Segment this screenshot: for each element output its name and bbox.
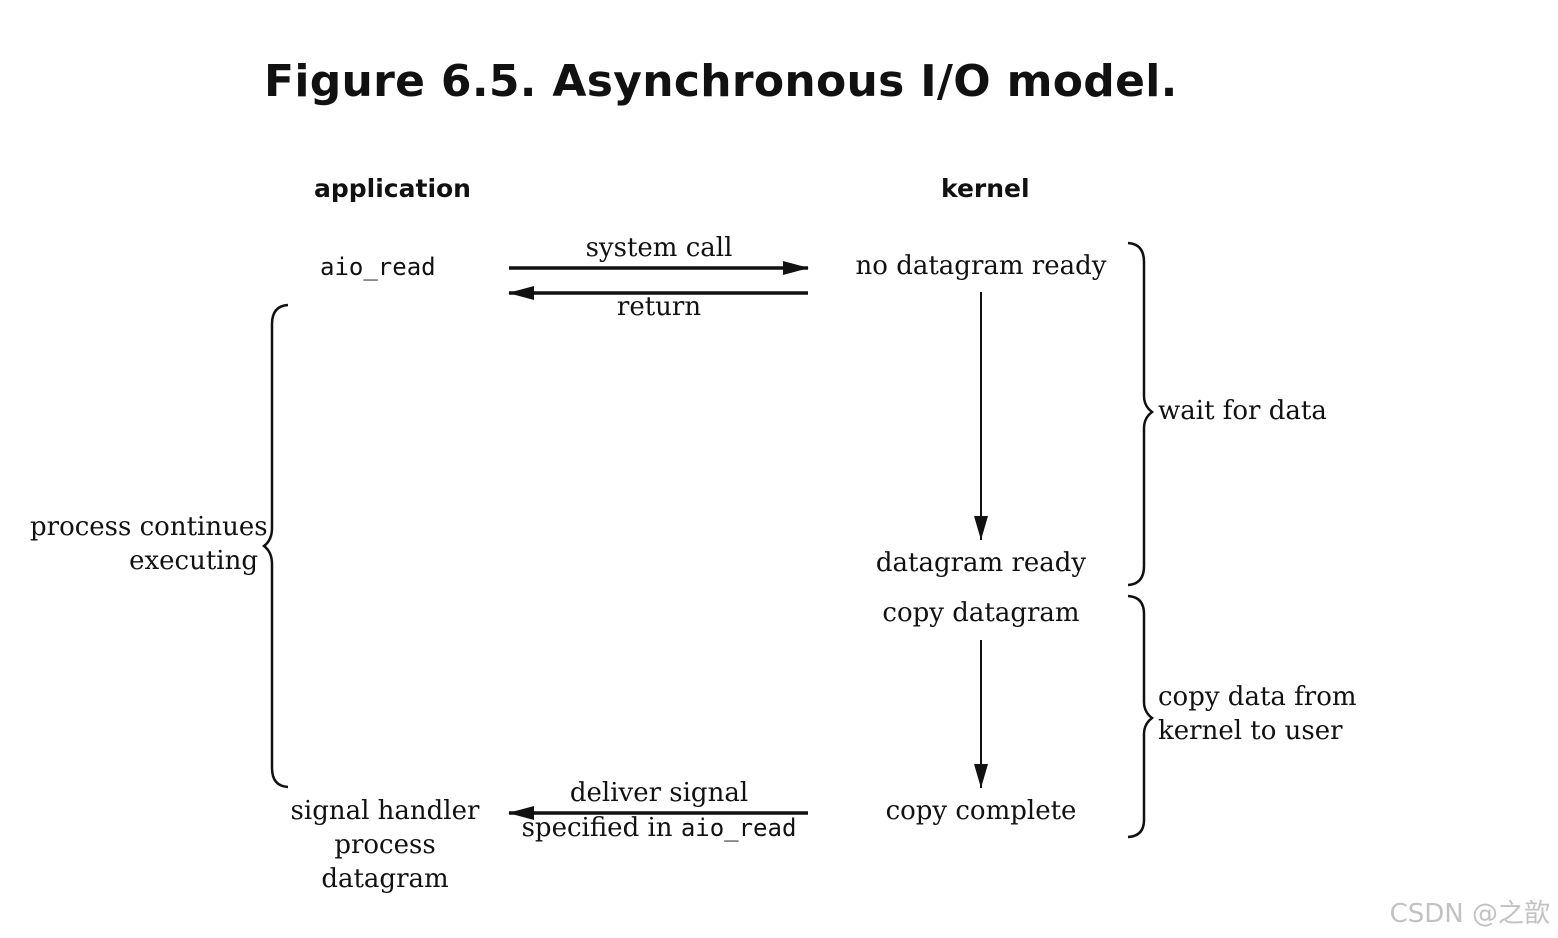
figure-title: Figure 6.5. Asynchronous I/O model. — [264, 56, 1178, 107]
specified-in-prefix: specified in — [521, 813, 681, 843]
no-datagram-ready-label: no datagram ready — [855, 251, 1107, 281]
signal-handler-label: signal handler process datagram — [285, 794, 485, 896]
signal-handler-line2: process — [334, 830, 436, 860]
copy-data-line2: kernel to user — [1158, 716, 1343, 746]
application-column-header: application — [314, 174, 471, 203]
specified-in-code: aio_read — [680, 814, 797, 842]
copy-vertical-arrowhead — [974, 764, 988, 788]
wait-for-data-label: wait for data — [1158, 396, 1327, 426]
system-call-label: system call — [585, 233, 733, 263]
datagram-ready-label: datagram ready — [875, 548, 1087, 578]
return-label: return — [616, 292, 702, 322]
specified-in-label: specified in aio_read — [509, 811, 809, 845]
aio-read-label: aio_read — [320, 253, 436, 281]
process-continues-line1: process continues — [30, 512, 268, 542]
process-continues-line2: executing — [129, 546, 258, 576]
process-continues-brace — [261, 303, 289, 789]
kernel-column-header: kernel — [941, 174, 1030, 203]
copy-data-label: copy data from kernel to user — [1158, 680, 1357, 748]
deliver-signal-label: deliver signal — [569, 778, 749, 808]
process-continues-label: process continues executing — [30, 510, 268, 578]
wait-vertical-arrowhead — [974, 516, 988, 540]
copy-data-line1: copy data from — [1158, 682, 1357, 712]
signal-handler-line1: signal handler — [290, 796, 480, 826]
copy-complete-label: copy complete — [885, 796, 1077, 826]
watermark: CSDN @之歆 — [1389, 899, 1550, 929]
wait-for-data-brace — [1127, 241, 1155, 587]
copy-data-brace — [1127, 594, 1155, 839]
signal-handler-line3: datagram — [321, 864, 449, 894]
copy-datagram-label: copy datagram — [882, 598, 1080, 628]
